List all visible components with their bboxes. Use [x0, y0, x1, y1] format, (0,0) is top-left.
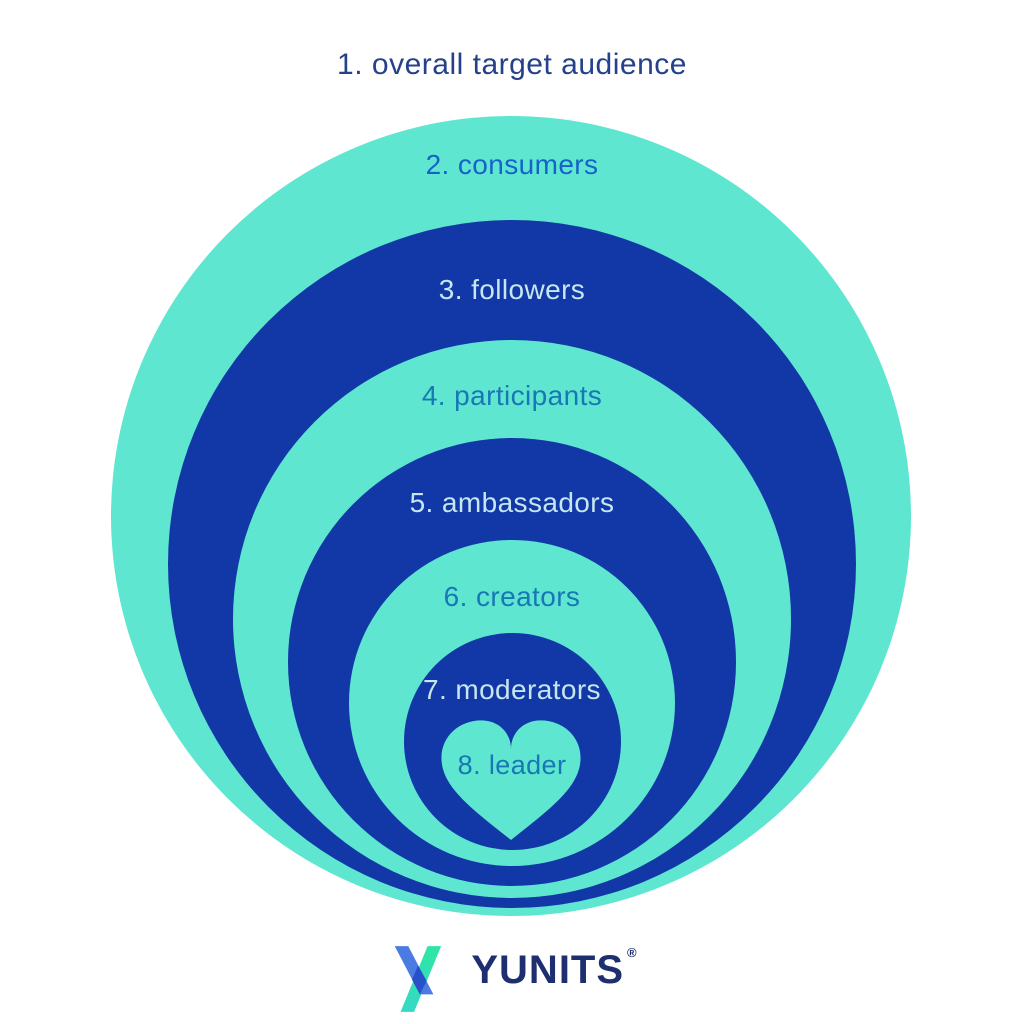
brand-name: YUNITS: [471, 948, 625, 992]
brand-wordmark: YUNITS ®: [471, 945, 637, 992]
ring-label-participants: 4. participants: [421, 380, 603, 411]
heart-icon: [437, 716, 585, 840]
brand-logo: YUNITS ®: [0, 938, 1024, 1012]
ring-label-followers: 3. followers: [438, 274, 586, 305]
yunits-v-mark-icon: [395, 946, 442, 1012]
heart-shape-svg: [441, 720, 581, 840]
ring-label-ambassadors: 5. ambassadors: [409, 487, 615, 518]
ring-label-leader: 8. leader: [457, 750, 567, 780]
diagram-title: 1. overall target audience: [337, 48, 687, 81]
ring-label-moderators: 7. moderators: [423, 674, 601, 705]
ring-label-creators: 6. creators: [443, 581, 581, 612]
ring-label-consumers: 2. consumers: [425, 149, 599, 180]
registered-trademark-icon: ®: [627, 945, 637, 960]
